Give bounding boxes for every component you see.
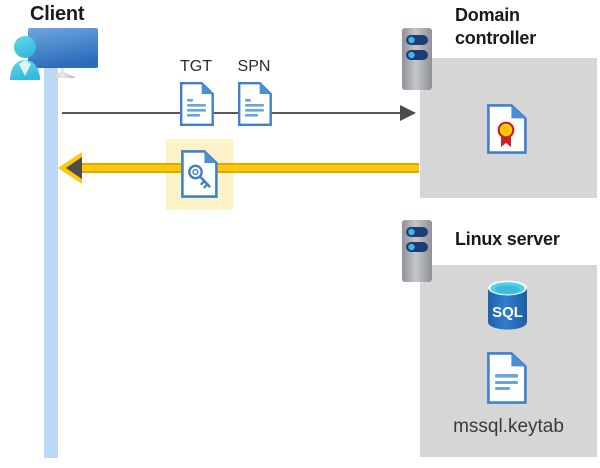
- tgt-document-icon: [180, 82, 214, 126]
- linux-server-rack-icon: [402, 220, 436, 286]
- keytab-file-label: mssql.keytab: [453, 416, 564, 437]
- request-flow-line: [62, 112, 402, 114]
- client-lifeline: [44, 62, 58, 458]
- client-title: Client: [30, 3, 85, 25]
- request-flow-arrowhead: [400, 105, 416, 121]
- client-computer-user-icon: [6, 24, 106, 86]
- linux-server-title: Linux server: [455, 229, 560, 249]
- response-flow-line: [66, 163, 419, 173]
- keytab-document-icon: [487, 352, 527, 404]
- domain-controller-server-rack-icon: [402, 28, 436, 94]
- sql-database-icon: SQL: [483, 279, 532, 331]
- tgt-label: TGT: [180, 58, 212, 75]
- sql-database-label: SQL: [492, 304, 523, 321]
- certificate-document-icon: [487, 104, 527, 154]
- key-document-icon: [181, 150, 218, 198]
- spn-label: SPN: [237, 58, 271, 75]
- domain-controller-title: Domain controller: [455, 5, 537, 48]
- response-flow-arrowhead-inner: [66, 157, 82, 179]
- spn-document-icon: [238, 82, 272, 126]
